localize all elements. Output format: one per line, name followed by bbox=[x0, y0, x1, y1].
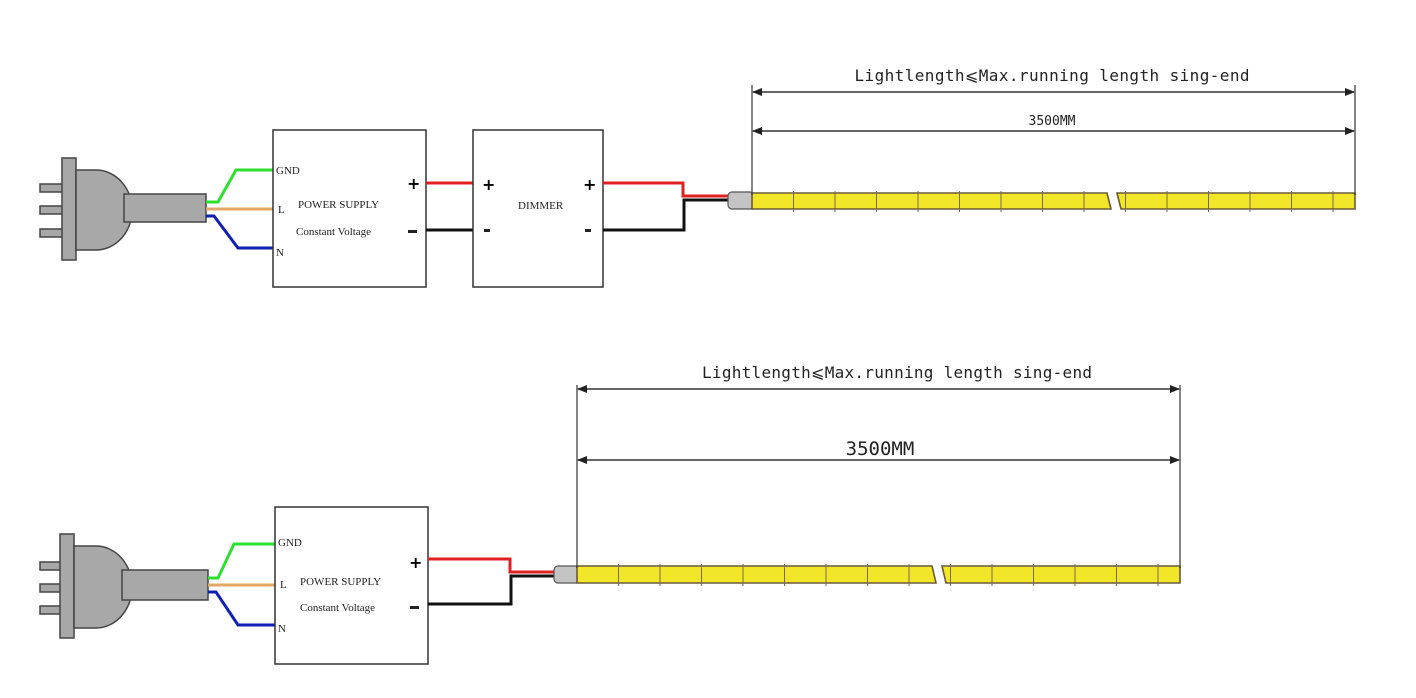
live-label: L bbox=[280, 579, 287, 591]
output-negative-wire bbox=[603, 198, 730, 232]
power-supply-title: POWER SUPPLY bbox=[300, 576, 381, 588]
power-supply-subtitle: Constant Voltage bbox=[300, 602, 375, 614]
strip-segment-left bbox=[576, 565, 938, 584]
gnd-wire bbox=[208, 542, 278, 580]
neutral-label: N bbox=[278, 623, 286, 635]
dimmer-out-minus bbox=[585, 229, 591, 232]
max-length-label: Lightlength⩽Max.running length sing-end bbox=[702, 363, 1092, 382]
dimmer-box bbox=[472, 129, 604, 288]
power-supply-box bbox=[272, 129, 427, 288]
strip-segment-left bbox=[751, 192, 1113, 210]
led-strip bbox=[751, 191, 1356, 212]
power-supply-box bbox=[274, 506, 429, 665]
strip-segment-right bbox=[1115, 192, 1356, 210]
length-label: 3500MM bbox=[846, 438, 915, 460]
plug-icon bbox=[39, 533, 209, 639]
output-positive-wire bbox=[603, 181, 730, 198]
led-strip bbox=[576, 564, 1181, 586]
dimmer-in-minus bbox=[484, 229, 490, 232]
output-negative-wire bbox=[428, 574, 556, 606]
live-label: L bbox=[278, 204, 285, 216]
neutral-label: N bbox=[276, 247, 284, 259]
strip-connector bbox=[727, 191, 755, 210]
length-label: 3500MM bbox=[1029, 114, 1076, 129]
dimmer-title: DIMMER bbox=[518, 200, 564, 212]
dimmer-out-plus: + bbox=[583, 175, 596, 194]
diagram-without-dimmer: GND L N POWER SUPPLY Constant Voltage + … bbox=[39, 363, 1181, 665]
plug-icon bbox=[39, 157, 207, 261]
output-positive-wire bbox=[428, 557, 556, 574]
dimmer-in-plus: + bbox=[482, 175, 495, 194]
power-supply-plus: + bbox=[407, 174, 420, 193]
gnd-label: GND bbox=[276, 165, 300, 177]
power-supply-title: POWER SUPPLY bbox=[298, 199, 379, 211]
power-supply-minus bbox=[408, 230, 417, 233]
strip-connector bbox=[553, 565, 581, 584]
max-length-label: Lightlength⩽Max.running length sing-end bbox=[855, 66, 1250, 85]
neutral-wire bbox=[208, 590, 278, 627]
gnd-label: GND bbox=[278, 537, 302, 549]
neutral-wire bbox=[206, 214, 276, 250]
power-supply-minus bbox=[410, 606, 419, 609]
power-supply-plus: + bbox=[409, 553, 422, 572]
strip-segment-right bbox=[940, 565, 1181, 584]
power-supply-subtitle: Constant Voltage bbox=[296, 226, 371, 238]
diagram-with-dimmer: GND L N POWER SUPPLY Constant Voltage + … bbox=[39, 66, 1356, 288]
gnd-wire bbox=[206, 168, 276, 204]
